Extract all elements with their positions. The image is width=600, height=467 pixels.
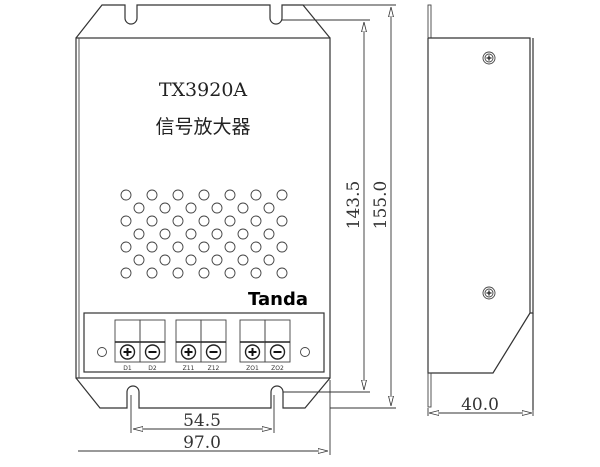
mount-hole-right (300, 347, 310, 357)
terminal-zo2: ZO2 (264, 319, 291, 372)
terminal-z12: Z12 (200, 319, 227, 372)
minus-screw-icon (144, 344, 161, 360)
terminal-label: D2 (148, 365, 157, 372)
vent-hole (224, 267, 236, 279)
main-body (75, 37, 331, 379)
dimension-body-height (282, 19, 370, 393)
terminal-housing (200, 319, 227, 343)
bottom-flange-outline (75, 377, 331, 409)
product-name: 信号放大器 (155, 116, 250, 138)
vent-hole (120, 267, 132, 279)
plus-screw-icon (119, 344, 136, 360)
body-height-label: 143.5 (344, 181, 364, 230)
terminal-label: Z12 (208, 365, 220, 372)
terminal-label: ZO1 (246, 365, 259, 372)
depth-label: 40.0 (461, 395, 499, 415)
terminal-d1: D1 (114, 319, 141, 372)
vent-hole (185, 202, 197, 214)
vent-hole (172, 215, 184, 227)
terminal-z11: Z11 (175, 319, 202, 372)
vent-hole (263, 228, 275, 240)
vent-hole (211, 202, 223, 214)
terminal-panel (83, 312, 325, 373)
vent-hole (133, 202, 145, 214)
front-view: D1 D2 Z11 Z12 ZO1 ZO2 (75, 4, 331, 409)
overall-height-label: 155.0 (371, 181, 391, 230)
vent-hole (211, 228, 223, 240)
terminal-d2: D2 (139, 319, 166, 372)
vent-hole (250, 189, 262, 201)
terminal-housing (139, 319, 166, 343)
terminal-block-group: D1 D2 Z11 Z12 ZO1 ZO2 (114, 319, 291, 372)
vent-hole (198, 267, 210, 279)
mount-hole-left (97, 347, 107, 357)
side-bottom-flange (427, 372, 432, 408)
vent-hole (133, 228, 145, 240)
hole-spacing-label: 54.5 (183, 411, 221, 431)
vent-hole (198, 215, 210, 227)
model-number: TX3920A (159, 79, 248, 101)
vent-hole (224, 215, 236, 227)
side-top-flange (427, 4, 432, 39)
vent-hole (198, 189, 210, 201)
terminal-housing (239, 319, 266, 343)
terminal-label: Z11 (183, 365, 195, 372)
brand-logo: Tanda (248, 289, 308, 310)
vent-hole (224, 189, 236, 201)
vent-hole (263, 254, 275, 266)
vent-hole (224, 241, 236, 253)
terminal-housing (264, 319, 291, 343)
vent-hole (250, 267, 262, 279)
side-body-outline (427, 37, 534, 374)
dimension-overall-width (78, 380, 331, 455)
vent-hole (237, 228, 249, 240)
minus-screw-icon (269, 344, 286, 360)
vent-hole (120, 189, 132, 201)
dimension-overall-height (303, 4, 396, 409)
vent-hole (237, 254, 249, 266)
vent-hole (276, 267, 288, 279)
vent-hole (172, 189, 184, 201)
vent-hole (250, 241, 262, 253)
minus-screw-icon (205, 344, 222, 360)
dimension-hole-spacing (130, 395, 275, 433)
vent-hole (146, 241, 158, 253)
terminal-zo1: ZO1 (239, 319, 266, 372)
vent-hole (159, 228, 171, 240)
terminal-housing (114, 319, 141, 343)
vent-hole (146, 267, 158, 279)
vent-hole (172, 267, 184, 279)
dimension-depth (427, 408, 534, 416)
vent-hole (133, 254, 145, 266)
vent-hole (185, 228, 197, 240)
vent-hole (211, 254, 223, 266)
vent-hole (146, 215, 158, 227)
vent-hole (276, 215, 288, 227)
plus-screw-icon (244, 344, 261, 360)
plus-screw-icon (180, 344, 197, 360)
vent-hole (198, 241, 210, 253)
vent-hole (120, 215, 132, 227)
vent-hole (159, 254, 171, 266)
terminal-label: ZO2 (271, 365, 284, 372)
vent-hole (185, 254, 197, 266)
top-flange-outline (75, 4, 331, 39)
vent-hole (146, 189, 158, 201)
vent-hole (159, 202, 171, 214)
vent-hole (276, 241, 288, 253)
vent-hole (276, 189, 288, 201)
screw-bottom-icon (482, 286, 496, 300)
vent-hole (237, 202, 249, 214)
terminal-label: D1 (123, 365, 132, 372)
vent-hole (120, 241, 132, 253)
vent-hole-grid (120, 189, 288, 279)
screw-top-icon (482, 51, 496, 65)
vent-hole (172, 241, 184, 253)
vent-hole (250, 215, 262, 227)
side-view (427, 4, 534, 410)
vent-hole (263, 202, 275, 214)
overall-width-label: 97.0 (183, 433, 221, 453)
terminal-housing (175, 319, 202, 343)
